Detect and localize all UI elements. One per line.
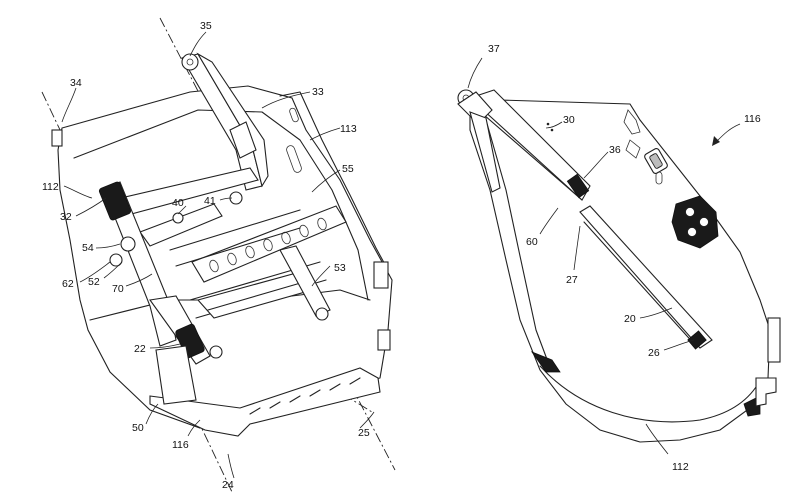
- bar-20: [579, 205, 713, 349]
- left-leader-lines: [61, 31, 375, 479]
- side-plate-113: [279, 91, 389, 271]
- label-55: 55: [342, 163, 354, 175]
- top-bar-30: [468, 89, 591, 201]
- pin-40: [172, 212, 184, 224]
- label-116: 116: [172, 439, 189, 451]
- shield-hole-3: [687, 227, 697, 237]
- label-33: 33: [312, 86, 324, 98]
- label-52: 52: [88, 276, 100, 288]
- label-35: 35: [200, 20, 212, 32]
- lip-block: [767, 317, 781, 363]
- label-116-right: 116: [744, 113, 761, 125]
- left-strut: [469, 111, 501, 193]
- mark-dot-1: [546, 122, 550, 126]
- shield-mount: [671, 195, 719, 249]
- label-27: 27: [566, 274, 578, 286]
- crossbar-55: [191, 205, 347, 283]
- label-32: 32: [60, 211, 72, 223]
- label-34: 34: [70, 77, 82, 89]
- bar-36: [566, 173, 590, 199]
- pivot-54: [120, 236, 136, 252]
- label-20: 20: [624, 313, 636, 325]
- front-tab: [51, 129, 63, 147]
- pivot-53: [315, 307, 329, 321]
- pivot-35-inner: [186, 58, 194, 66]
- frame-rail-mid: [139, 203, 223, 247]
- side-plate-slot: [623, 109, 641, 135]
- rear-mount-block: [373, 261, 389, 289]
- bucket-inner-rim: [73, 109, 369, 301]
- label-24: 24: [222, 479, 234, 491]
- label-36: 36: [609, 144, 621, 156]
- label-112-right: 112: [672, 461, 689, 473]
- side-plate-notch: [625, 139, 641, 159]
- label-53: 53: [334, 262, 346, 274]
- right-bucket-side-view: 37 30 36 116 60 27 20 26 112: [457, 43, 781, 473]
- bar-26-end: [687, 330, 707, 350]
- pivot-35: [181, 53, 199, 71]
- label-113: 113: [340, 123, 357, 135]
- crossbar-holes: [209, 217, 327, 273]
- heel-shadow: [530, 351, 561, 373]
- label-41: 41: [204, 195, 216, 207]
- shield-hole-2: [699, 217, 709, 227]
- arrow-116: [715, 123, 741, 143]
- side-plate-window-inner: [649, 153, 663, 169]
- label-62: 62: [62, 278, 74, 290]
- right-link-53: [279, 245, 331, 317]
- cylinder-32: [98, 181, 132, 221]
- label-60: 60: [526, 236, 538, 248]
- frame-slats: [169, 209, 327, 319]
- lower-support-50: [155, 345, 197, 405]
- pivot-22: [209, 345, 223, 359]
- side-plate-slit: [655, 171, 663, 185]
- label-50: 50: [132, 422, 144, 434]
- right-leader-lines: [467, 57, 695, 455]
- roller-70-detail: [207, 281, 305, 311]
- bucket-lip: [149, 367, 381, 437]
- lip-steps: [755, 377, 777, 407]
- side-slot-upper: [289, 107, 299, 123]
- label-112: 112: [42, 181, 59, 193]
- label-26: 26: [648, 347, 660, 359]
- bucket-bottom-curve: [539, 365, 759, 423]
- bar-20-inner: [583, 221, 697, 347]
- arrow-116-head: [712, 136, 720, 146]
- pivot-62: [109, 253, 123, 267]
- left-bucket-assembly-view: 35 33 34 113 55 112 41 40 32 54 62 52 70…: [41, 17, 396, 493]
- label-30: 30: [563, 114, 575, 126]
- label-25: 25: [358, 427, 370, 439]
- side-slot: [286, 145, 302, 173]
- mark-dot-2: [550, 128, 554, 132]
- lip-bolt-row: [249, 377, 361, 415]
- label-37: 37: [488, 43, 500, 55]
- shield-hole-1: [685, 207, 695, 217]
- inner-skin: [485, 119, 549, 363]
- label-70: 70: [112, 283, 124, 295]
- label-54: 54: [82, 242, 94, 254]
- label-22: 22: [134, 343, 146, 355]
- top-bar-30-edge: [475, 107, 583, 201]
- link-33: [229, 121, 257, 159]
- label-40: 40: [172, 197, 184, 209]
- rear-mount-block-lower: [377, 329, 391, 351]
